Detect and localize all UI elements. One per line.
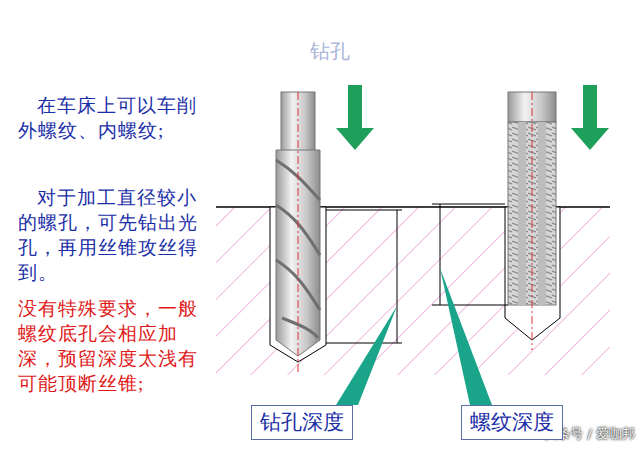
warning-text: 没有特殊要求，一般螺纹底孔会相应加深，预留深度太浅有可能顶断丝锥;: [18, 296, 204, 396]
feed-arrow: [571, 85, 609, 150]
feed-arrow: [336, 85, 374, 150]
note-text: 在车床上可以车削外螺纹、内螺纹;: [18, 93, 204, 143]
tap: [508, 92, 556, 350]
twist-drill: [276, 92, 320, 375]
note-text: 对于加工直径较小的螺孔，可先钻出光孔，再用丝锥攻丝得到。: [18, 185, 204, 285]
callout-box: 钻孔深度: [251, 405, 353, 440]
diagram-title: 钻孔: [300, 38, 360, 65]
callout-text: 钻孔深度: [260, 410, 344, 435]
callout-pointer: [440, 268, 492, 405]
callout-box: 螺纹深度: [461, 405, 563, 440]
dimension-line: [326, 204, 508, 343]
callout-text: 螺纹深度: [470, 410, 554, 435]
callout-pointer: [336, 306, 397, 405]
